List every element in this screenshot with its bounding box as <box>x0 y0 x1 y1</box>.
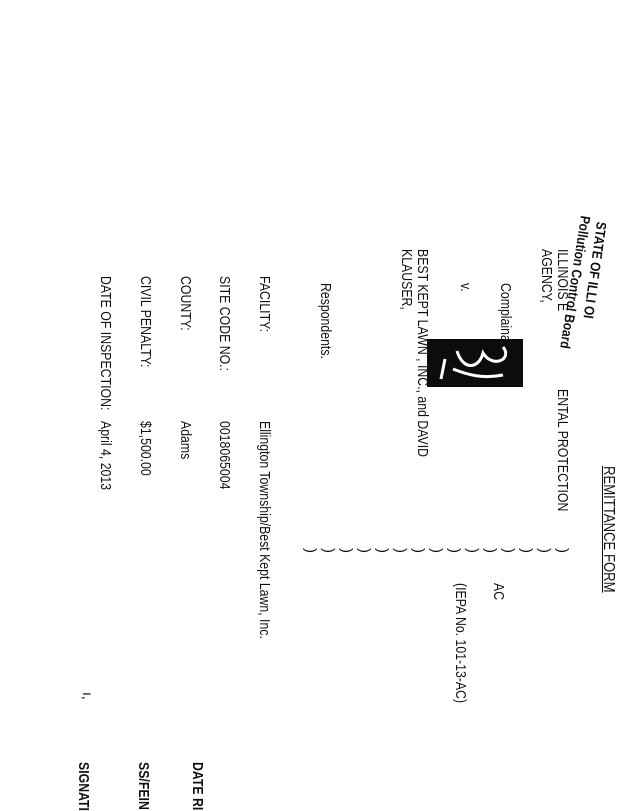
respondent-line-2: KLAUSER, <box>398 249 415 310</box>
field-label-county: COUNTY: <box>177 276 194 331</box>
field-label-date-of-inspection: DATE OF INSPECTION: <box>97 276 114 411</box>
field-value-site-code: 0018065004 <box>216 421 233 490</box>
field-label-facility: FACILITY: <box>256 276 273 333</box>
agency-line-1-continued: ENTAL PROTECTION <box>554 389 571 512</box>
agency-line-1: ILLINOIS E <box>554 249 571 312</box>
date-received-label-cutoff: DATE RI <box>189 762 206 811</box>
case-type-ac: AC <box>490 583 507 601</box>
field-label-site-code: SITE CODE NO.: <box>216 276 233 372</box>
field-label-civil-penalty: CIVIL PENALTY: <box>137 276 154 368</box>
field-value-facility: Ellington Township/Best Kept Lawn, Inc. <box>256 421 273 639</box>
field-value-county: Adams <box>177 421 194 460</box>
form-title: REMITTANCE FORM <box>600 466 617 593</box>
handwritten-scribble <box>427 339 523 387</box>
agency-line-2: AGENCY, <box>538 249 555 303</box>
field-value-civil-penalty: $1,500.00 <box>137 421 154 476</box>
stray-mark: ı, <box>80 692 96 700</box>
ssfein-label-cutoff: SS/FEIN <box>135 762 152 810</box>
iepa-number: (IEPA No. 101-13-AC) <box>452 583 469 704</box>
field-value-date-of-inspection: April 4, 2013 <box>97 421 114 491</box>
respondents-label: Respondents. <box>317 283 334 359</box>
versus-label: v. <box>457 283 474 292</box>
signature-label-cutoff: SIGNATI <box>75 762 92 811</box>
